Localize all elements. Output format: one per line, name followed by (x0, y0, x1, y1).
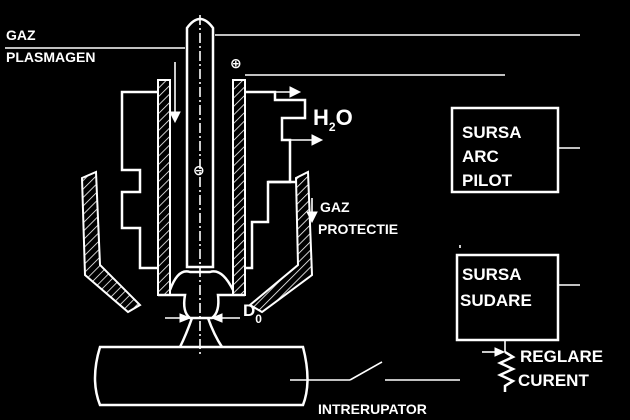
pilot-source-label-3: PILOT (462, 171, 513, 190)
cooling-jacket-left (120, 90, 158, 270)
pilot-source-label-2: ARC (462, 147, 499, 166)
workpiece (93, 345, 309, 407)
pilot-source-label-1: SURSA (462, 123, 522, 142)
plasma-arc (178, 317, 224, 348)
shield-nozzle-left (80, 170, 142, 314)
nozzle-diameter-dimension (165, 313, 240, 323)
welding-source-label-1: SURSA (462, 265, 522, 284)
plasma-nozzle (157, 79, 246, 320)
shield-gas-arrow (306, 198, 318, 224)
plasma-gas-arrow (169, 62, 181, 124)
shield-nozzle-right (248, 170, 314, 314)
tungsten-electrode (185, 15, 215, 355)
nozzle-diameter-label: D0 (243, 301, 262, 326)
current-adjust-label-2: CURENT (518, 371, 589, 390)
plasma-gas-label-2: PLASMAGEN (6, 49, 95, 65)
current-adjust-label-1: REGLARE (520, 347, 603, 366)
pilot-arc-source-box (450, 106, 560, 194)
wiring (5, 34, 580, 381)
water-arrow (246, 86, 324, 146)
welding-source-box (455, 253, 560, 342)
welding-source-label-2: SUDARE (460, 291, 532, 310)
plasma-gas-label-1: GAZ (6, 27, 36, 43)
positive-sign-icon: ⊕ (230, 55, 242, 71)
water-label: H2O (313, 105, 353, 134)
switch-label: INTRERUPATOR (318, 401, 427, 417)
shield-gas-label-1: GAZ (320, 199, 350, 215)
negative-sign-icon: ⊖ (193, 162, 205, 178)
shield-gas-label-2: PROTECTIE (318, 221, 398, 237)
current-rheostat (482, 347, 516, 392)
